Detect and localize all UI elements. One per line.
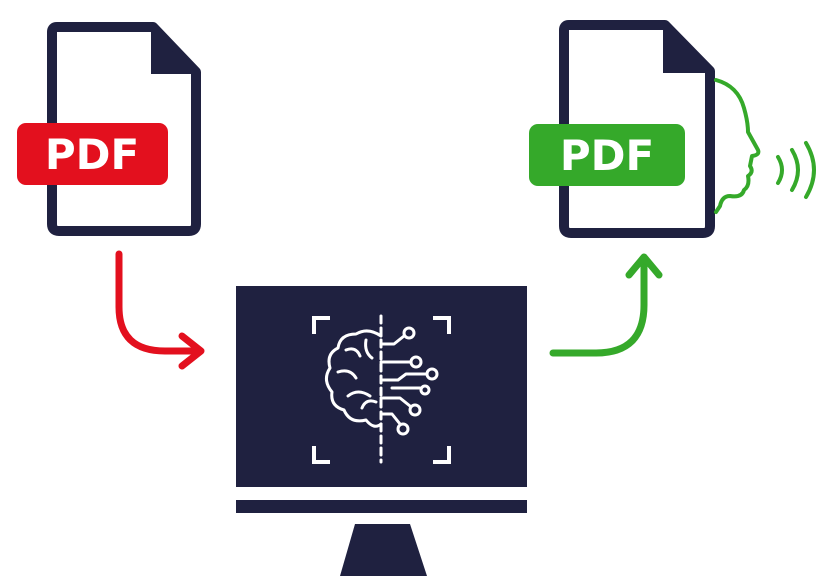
output-arrow-head (625, 253, 663, 279)
ai-brain-circuit-icon (325, 314, 439, 464)
output-arrow (549, 253, 663, 357)
scan-frame-corners (312, 316, 451, 464)
speaking-head-icon (714, 78, 816, 214)
monitor (236, 286, 527, 576)
input-file-outline (47, 22, 201, 236)
input-arrow-line (115, 250, 202, 355)
output-pdf-badge (529, 124, 685, 186)
speech-wave-2 (790, 148, 800, 192)
output-arrow-line (549, 258, 648, 357)
speech-wave-3 (804, 141, 816, 199)
head-profile (714, 78, 761, 214)
monitor-stand (340, 524, 427, 576)
input-pdf-document: PDF (17, 22, 201, 236)
output-file-outline (559, 20, 715, 238)
input-pdf-label: PDF (45, 130, 139, 179)
input-arrow (115, 250, 205, 370)
monitor-bezel-bar (236, 500, 527, 513)
output-pdf-document: PDF (529, 20, 715, 238)
output-file-fold (663, 27, 708, 73)
input-file-fold (151, 29, 194, 74)
input-arrow-head (178, 332, 205, 370)
input-pdf-badge (17, 123, 168, 185)
output-pdf-label: PDF (560, 131, 654, 180)
speech-wave-1 (776, 155, 784, 185)
